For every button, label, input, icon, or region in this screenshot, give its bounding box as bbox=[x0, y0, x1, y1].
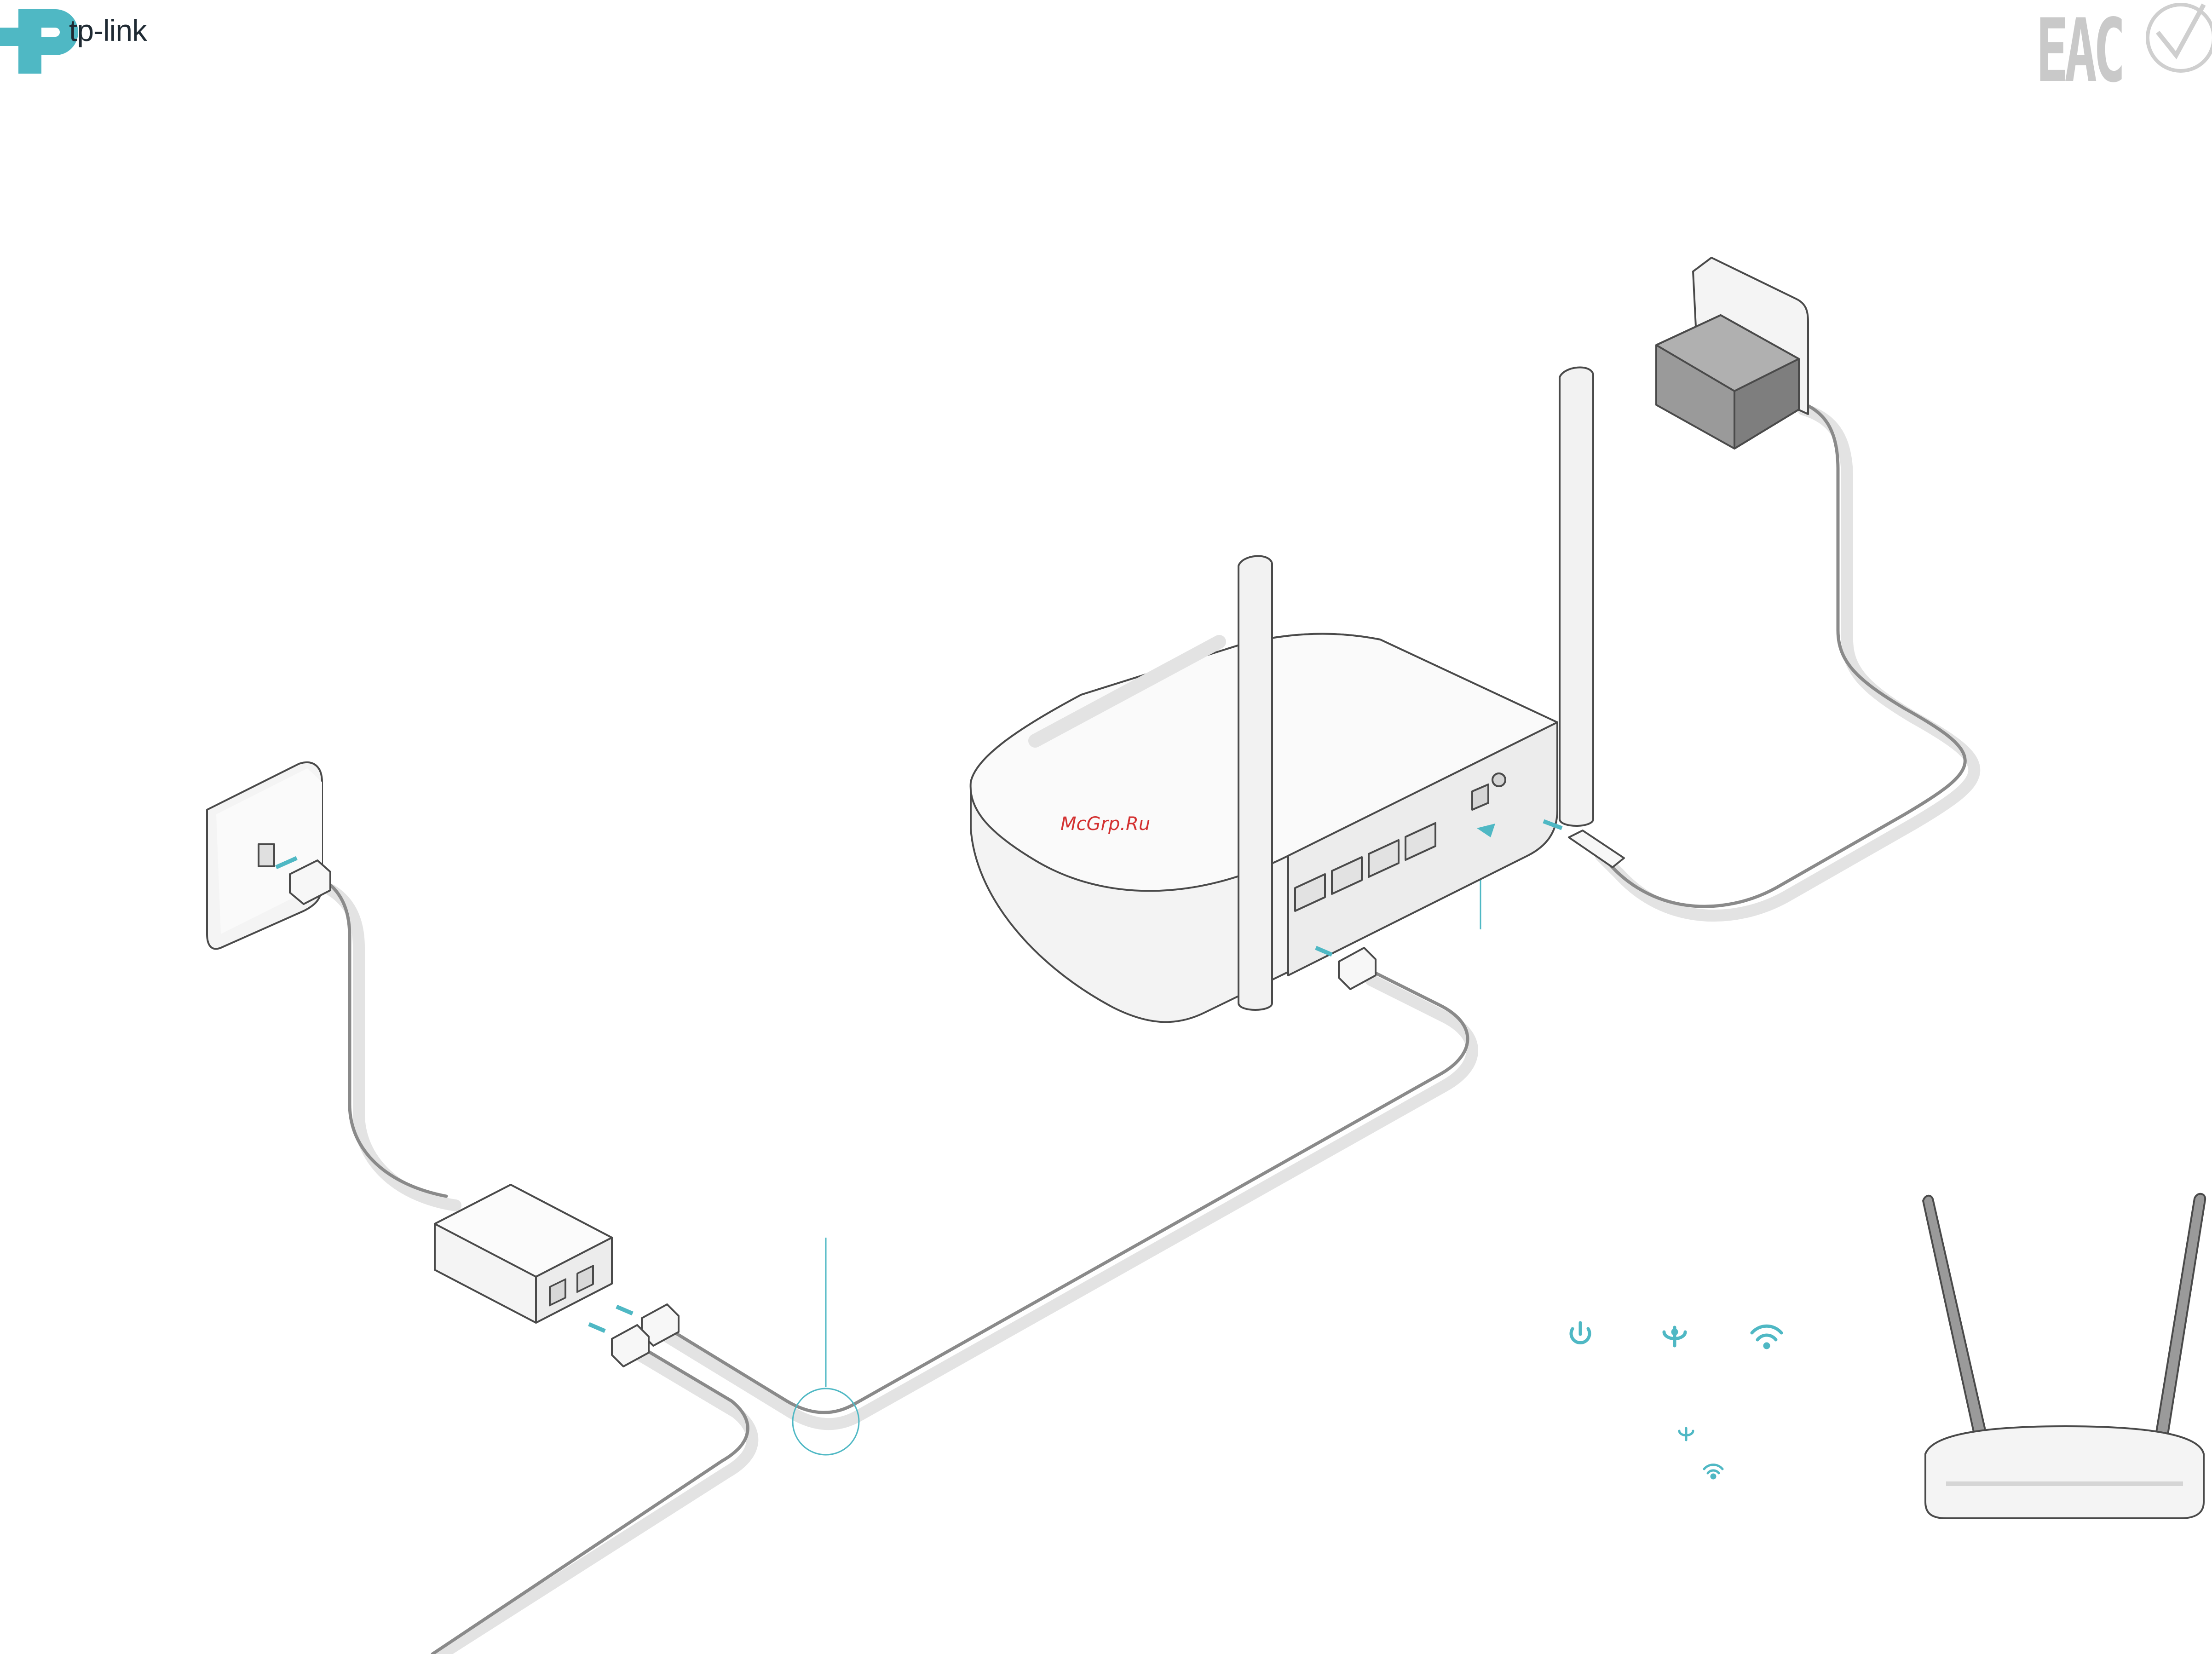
conformity-circle-icon bbox=[2148, 5, 2212, 71]
eac-mark: EAC bbox=[2036, 0, 2122, 102]
plug-in-arrow-icon bbox=[616, 1307, 633, 1314]
adsl-icon bbox=[1664, 1327, 1685, 1346]
router-front-view bbox=[1923, 1194, 2205, 1518]
certification-marks bbox=[2148, 5, 2212, 71]
antenna-right bbox=[1560, 368, 1593, 826]
power-jack bbox=[1492, 773, 1505, 786]
tp-link-logo bbox=[0, 9, 78, 74]
socket-jack bbox=[259, 844, 274, 866]
adsl-icon bbox=[1679, 1428, 1693, 1440]
antenna-right bbox=[2155, 1194, 2205, 1440]
led-icons bbox=[1571, 1323, 1781, 1478]
watermark: McGrp.Ru bbox=[1060, 813, 1150, 835]
splitter bbox=[435, 1185, 679, 1366]
power-adapter bbox=[1656, 258, 1808, 449]
wall-phone-socket bbox=[207, 762, 330, 949]
cables bbox=[322, 400, 1974, 1654]
antenna-left bbox=[1923, 1196, 1987, 1442]
wifi-icon bbox=[1752, 1326, 1781, 1348]
wifi-icon bbox=[1704, 1465, 1722, 1478]
brand-name: tp-link bbox=[69, 13, 147, 48]
power-icon bbox=[1571, 1323, 1590, 1343]
antenna-left bbox=[1238, 556, 1272, 1010]
router bbox=[971, 368, 1624, 1022]
plug-in-arrow-icon bbox=[589, 1324, 605, 1331]
